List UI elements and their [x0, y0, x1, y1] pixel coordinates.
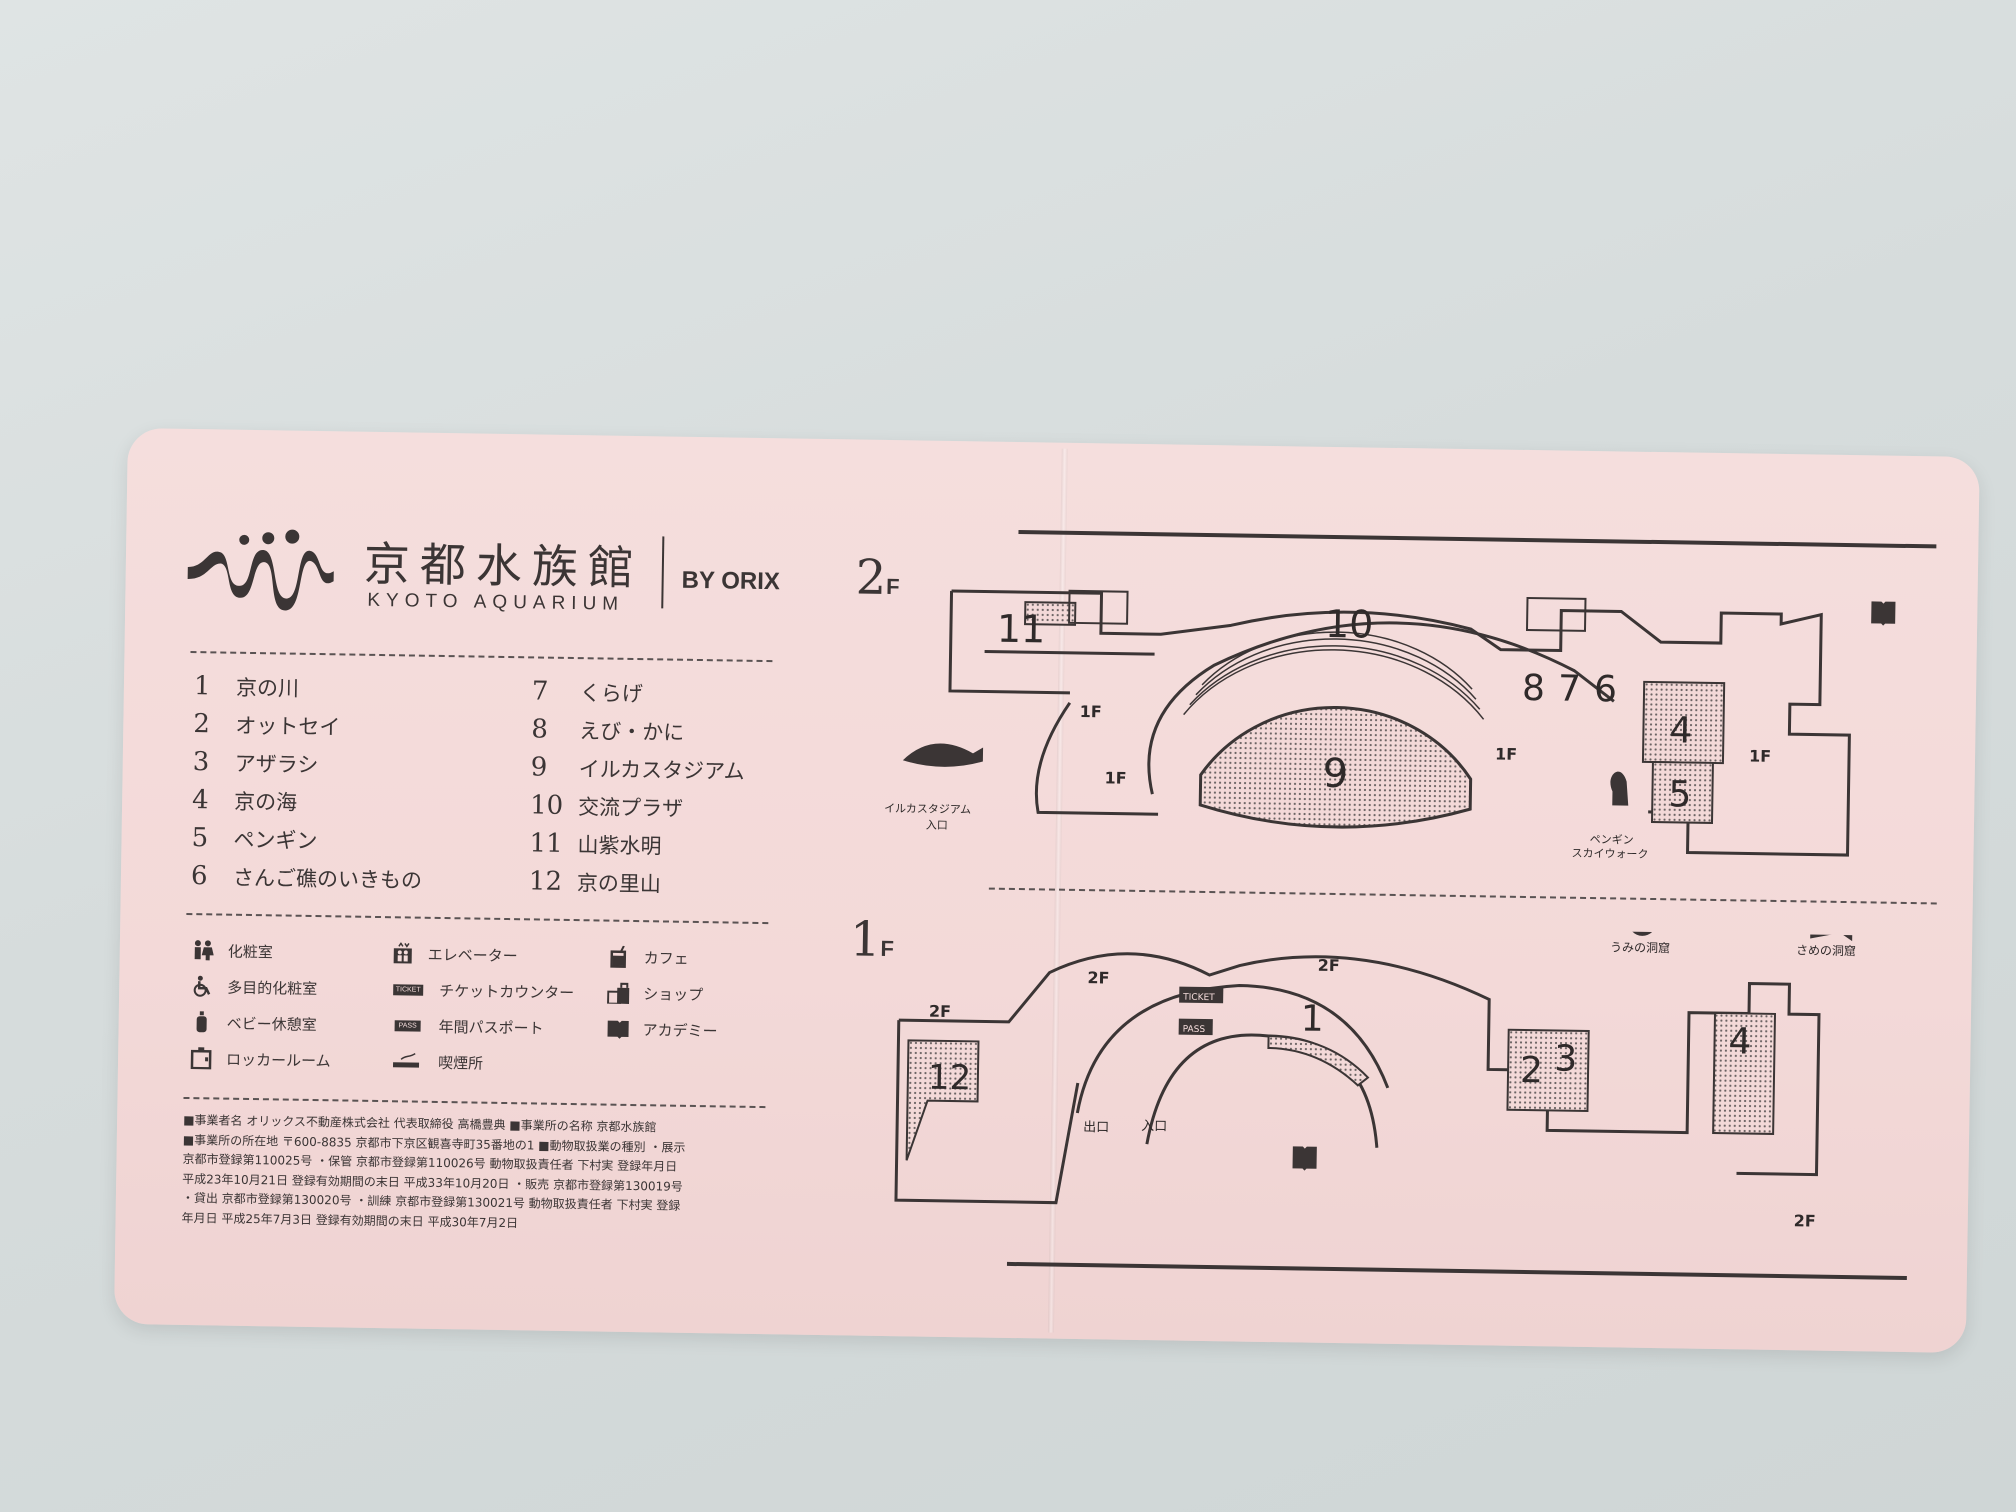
- legend-shop: ショップ: [607, 982, 703, 1006]
- smoking-icon: [390, 1050, 424, 1073]
- elevator-icon: [392, 942, 414, 964]
- legend-academy: アカデミー: [606, 1018, 718, 1042]
- brand-by-orix: BY ORIX: [681, 566, 781, 596]
- shark-icon: [1810, 925, 1853, 942]
- to-2f-label: 2F: [1318, 956, 1340, 975]
- academy-icon: [1871, 601, 1896, 626]
- area-8-label: 8: [1522, 668, 1546, 709]
- to-1f-label: 1F: [1080, 702, 1102, 721]
- legend-ticket: TICKET チケットカウンター: [391, 978, 574, 1003]
- area-12-label: 12: [928, 1058, 972, 1099]
- baby-room-icon: [191, 1011, 213, 1033]
- area-3-label: 3: [1554, 1038, 1578, 1079]
- brand-name-jp: 京都水族館: [363, 536, 645, 596]
- legend-cafe: カフェ: [608, 945, 689, 969]
- accessible-restroom-icon: [191, 975, 213, 997]
- legend-smoking: 喫煙所: [390, 1050, 483, 1073]
- svg-text:PASS: PASS: [1183, 1025, 1206, 1035]
- map-top-rule: [1018, 530, 1937, 549]
- dolphin-entrance-label: イルカスタジアム: [884, 802, 971, 816]
- to-1f-label: 1F: [1495, 745, 1517, 764]
- area-9-label: 9: [1322, 751, 1348, 797]
- sea-cave-label: うみの洞窟: [1610, 939, 1670, 955]
- dolphin-entrance-label: 入口: [926, 819, 948, 832]
- restroom-icon: [1068, 589, 1129, 625]
- penguin-icon: [1610, 771, 1629, 806]
- legend-baby-room: ベビー休憩室: [191, 1011, 317, 1035]
- shark-cave-label: さめの洞窟: [1796, 942, 1856, 958]
- academy-icon: [1292, 1146, 1317, 1171]
- locker-icon: [190, 1047, 212, 1070]
- exit-label: 出口: [1083, 1120, 1109, 1135]
- to-2f-label: 2F: [929, 1002, 951, 1021]
- legend-accessible-restroom: 多目的化粧室: [191, 975, 317, 999]
- area-11-label: 11: [997, 607, 1046, 652]
- floor-divider: [988, 887, 1937, 905]
- area-10-label: 10: [1325, 602, 1374, 647]
- fish-cave-icon: [1628, 920, 1657, 936]
- cafe-icon: [608, 945, 630, 968]
- entrance-label: 入口: [1141, 1119, 1167, 1134]
- legend-pass: PASS 年間パスポート: [390, 1014, 544, 1038]
- area-6-label: 6: [1594, 669, 1618, 710]
- divider: [183, 1096, 766, 1109]
- ticket-icon: [1179, 986, 1224, 1004]
- legend-locker: ロッカールーム: [190, 1047, 331, 1071]
- floor-2f-map: 11 10 9 8 7 6 4 5 1F 1F 1F 1F イルカスタジアム 入…: [884, 589, 1896, 861]
- legend-restroom: 化粧室: [192, 939, 273, 962]
- dolphin-icon: [902, 743, 984, 767]
- to-1f-label: 1F: [1104, 768, 1126, 787]
- map-bottom-rule: [1006, 1261, 1907, 1281]
- brand-divider: [661, 536, 665, 609]
- floor-1f-label: 1F: [849, 911, 895, 968]
- pass-icon: [1178, 1018, 1213, 1036]
- ticket-icon: TICKET: [391, 978, 425, 1001]
- academy-icon: [606, 1018, 629, 1040]
- to-1f-label: 1F: [1749, 747, 1771, 766]
- divider: [190, 651, 773, 663]
- area-2-label: 2: [1520, 1050, 1544, 1091]
- restroom-icon: [1525, 596, 1587, 632]
- business-registration-text: ■事業者名 オリックス不動産株式会社 代表取締役 高橋豊典 ■事業所の名称 京都…: [181, 1112, 686, 1230]
- to-2f-label: 2F: [1794, 1211, 1816, 1230]
- area-5-label: 5: [1668, 774, 1692, 815]
- wave-logo-icon: [187, 529, 334, 611]
- svg-text:TICKET: TICKET: [1182, 993, 1215, 1004]
- pass-icon: PASS: [390, 1014, 424, 1037]
- restroom-icon: [192, 939, 214, 961]
- area-4-label: 4: [1728, 1021, 1752, 1062]
- penguin-walk-label: ペンギン: [1590, 833, 1634, 847]
- area-7-label: 7: [1558, 668, 1582, 709]
- divider: [186, 912, 769, 925]
- area-1-label: 1: [1301, 998, 1325, 1039]
- area-4-label: 4: [1669, 710, 1693, 751]
- brand-name-en: KYOTO AQUARIUM: [367, 589, 625, 615]
- floor-1f-map: 12 1 2 3 4 2F 2F 2F 2F 出口 入口 TICKET PASS…: [894, 920, 1856, 1231]
- legend-elevator: エレベーター: [392, 942, 518, 966]
- to-2f-label: 2F: [1087, 968, 1109, 987]
- penguin-walk-label: スカイウォーク: [1571, 847, 1648, 861]
- shop-icon: [607, 982, 630, 1004]
